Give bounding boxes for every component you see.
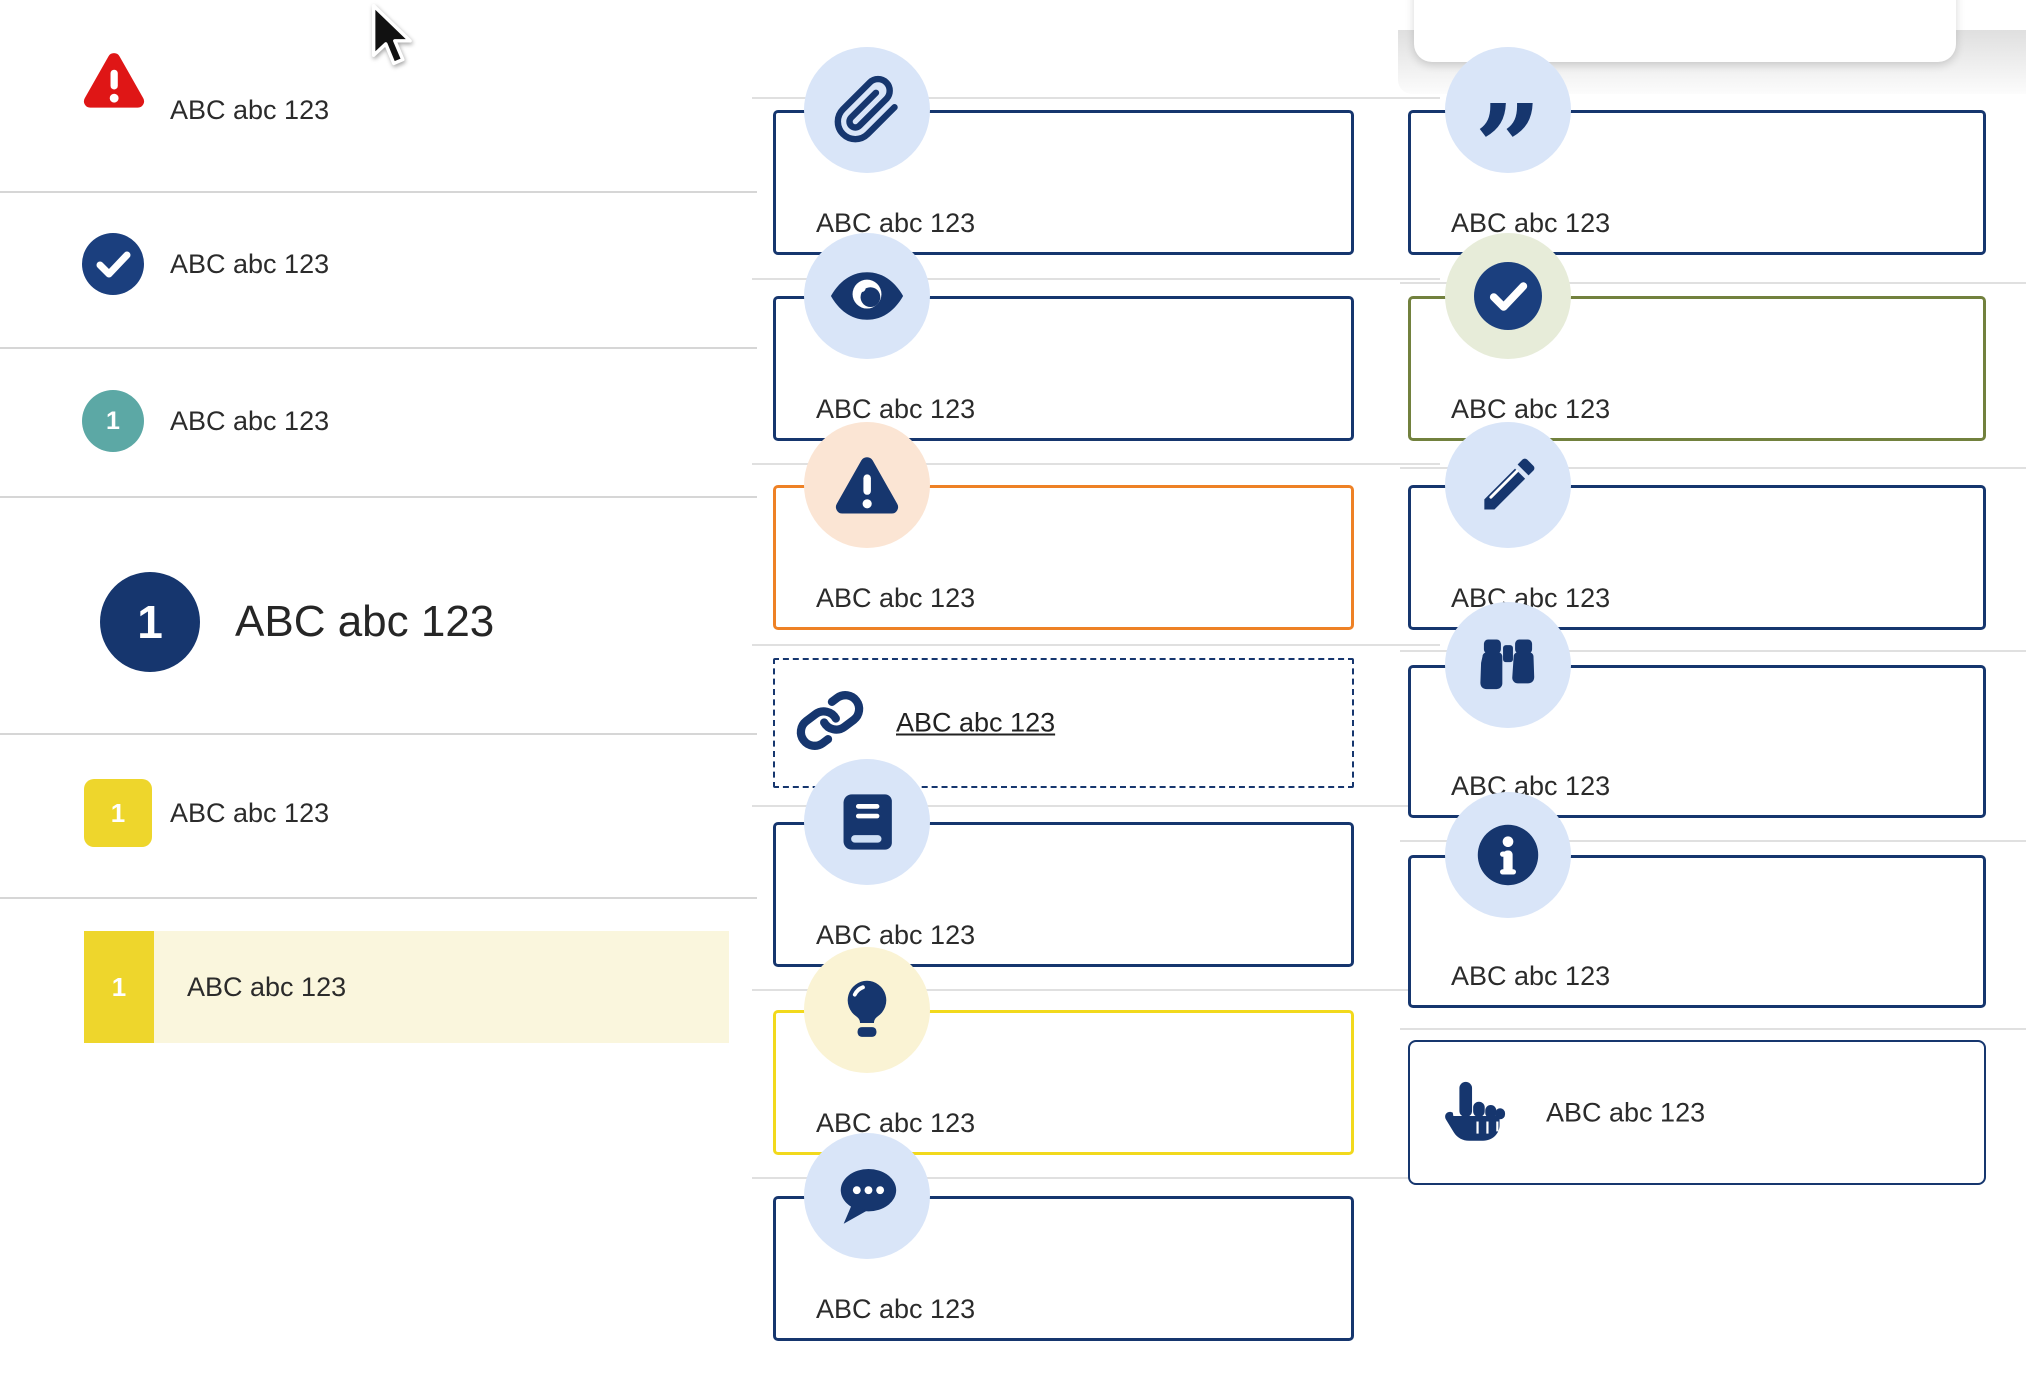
divider [1400, 282, 2026, 284]
yellow-number-badge: 1 [84, 779, 152, 847]
divider [752, 1177, 1440, 1179]
divider [752, 97, 1440, 99]
divider [1400, 650, 2026, 652]
divider [0, 897, 757, 899]
info-icon [1445, 792, 1571, 918]
card-warning: ABC abc 123 [773, 485, 1354, 630]
yellow-number-badge: 1 [84, 931, 154, 1043]
eye-icon [804, 233, 930, 359]
badge-number: 1 [106, 406, 120, 435]
divider [752, 805, 1440, 807]
card-label: ABC abc 123 [816, 920, 976, 950]
check-icon [1445, 233, 1571, 359]
badge-number: 1 [137, 596, 163, 648]
list-item-label: ABC abc 123 [170, 406, 330, 436]
paperclip-icon [804, 47, 930, 173]
divider [0, 191, 757, 193]
divider [752, 278, 1440, 280]
warning-icon [804, 422, 930, 548]
card-label: ABC abc 123 [1451, 961, 1611, 991]
divider [752, 463, 1440, 465]
divider [1400, 1028, 2026, 1030]
link-icon [796, 688, 864, 759]
badge-number: 1 [110, 797, 126, 828]
chat-icon [804, 1133, 930, 1259]
divider [1400, 840, 2026, 842]
list-item-label: ABC abc 123 [170, 798, 330, 828]
lightbulb-icon [804, 947, 930, 1073]
mouse-cursor [368, 3, 414, 75]
card-label: ABC abc 123 [1451, 394, 1611, 424]
divider [1400, 467, 2026, 469]
divider [0, 733, 757, 735]
card-label: ABC abc 123 [1451, 208, 1611, 238]
pencil-icon [1445, 422, 1571, 548]
quote-icon: ” [1445, 47, 1571, 207]
list-item-label: ABC abc 123 [170, 95, 330, 125]
book-icon [804, 759, 930, 885]
list-item-label: ABC abc 123 [187, 972, 347, 1002]
card-label: ABC abc 123 [816, 208, 976, 238]
binoculars-icon [1445, 602, 1571, 728]
badge-number: 1 [111, 971, 127, 1002]
divider [752, 989, 1440, 991]
list-item-label: ABC abc 123 [235, 597, 495, 646]
divider [0, 347, 757, 349]
highlight-row-background [84, 931, 729, 1043]
action-label[interactable]: ABC abc 123 [1546, 1097, 1706, 1127]
divider [752, 644, 1440, 646]
check-circle-icon [82, 233, 144, 300]
link-text[interactable]: ABC abc 123 [896, 707, 1056, 738]
card-label: ABC abc 123 [816, 583, 976, 613]
alert-triangle-icon [82, 50, 146, 115]
card-label: ABC abc 123 [816, 394, 976, 424]
teal-number-badge: 1 [82, 390, 144, 452]
card-label: ABC abc 123 [816, 1108, 976, 1138]
divider [0, 496, 757, 498]
list-item-label: ABC abc 123 [170, 249, 330, 279]
hand-point-icon [1444, 1077, 1510, 1148]
card-label: ABC abc 123 [816, 1294, 976, 1324]
large-number-badge: 1 [100, 572, 200, 672]
card-action[interactable]: ABC abc 123 [1408, 1040, 1986, 1185]
